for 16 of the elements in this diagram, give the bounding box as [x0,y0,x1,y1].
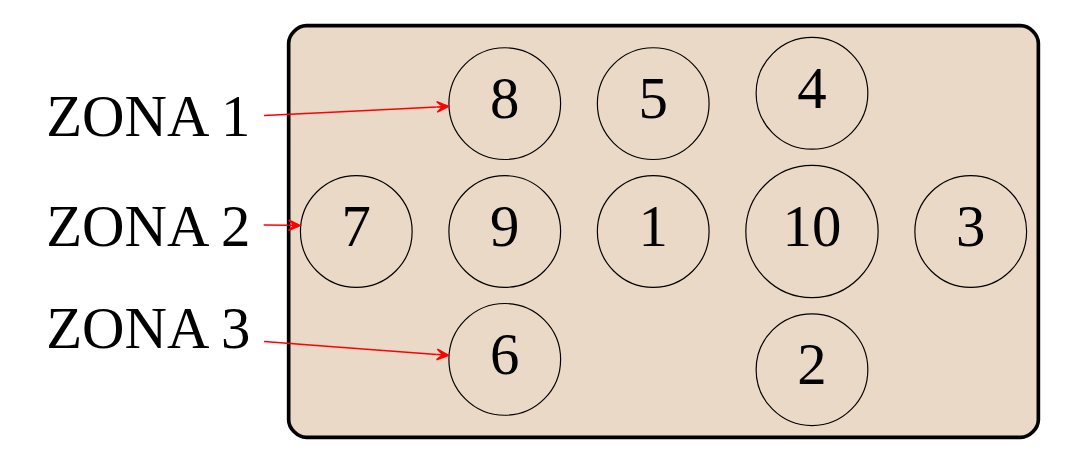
node-circle: 6 [448,302,562,416]
node-circle: 2 [755,313,869,427]
node-text: ZONA 2 [46,194,251,260]
node-text: ZONA 3 [46,295,251,361]
node-circle: 1 [596,175,710,288]
arrow [262,219,302,232]
arrow [263,340,450,361]
node-circle: 10 [745,164,879,299]
node-circle: 9 [448,175,562,288]
arrow [263,100,450,117]
node-circle: 7 [299,175,413,288]
node-circle: 8 [448,47,562,161]
node-circle: 3 [914,175,1028,288]
node-circle: 5 [596,47,710,161]
node-text: ZONA 1 [46,83,251,149]
node-circle: 4 [755,36,869,150]
